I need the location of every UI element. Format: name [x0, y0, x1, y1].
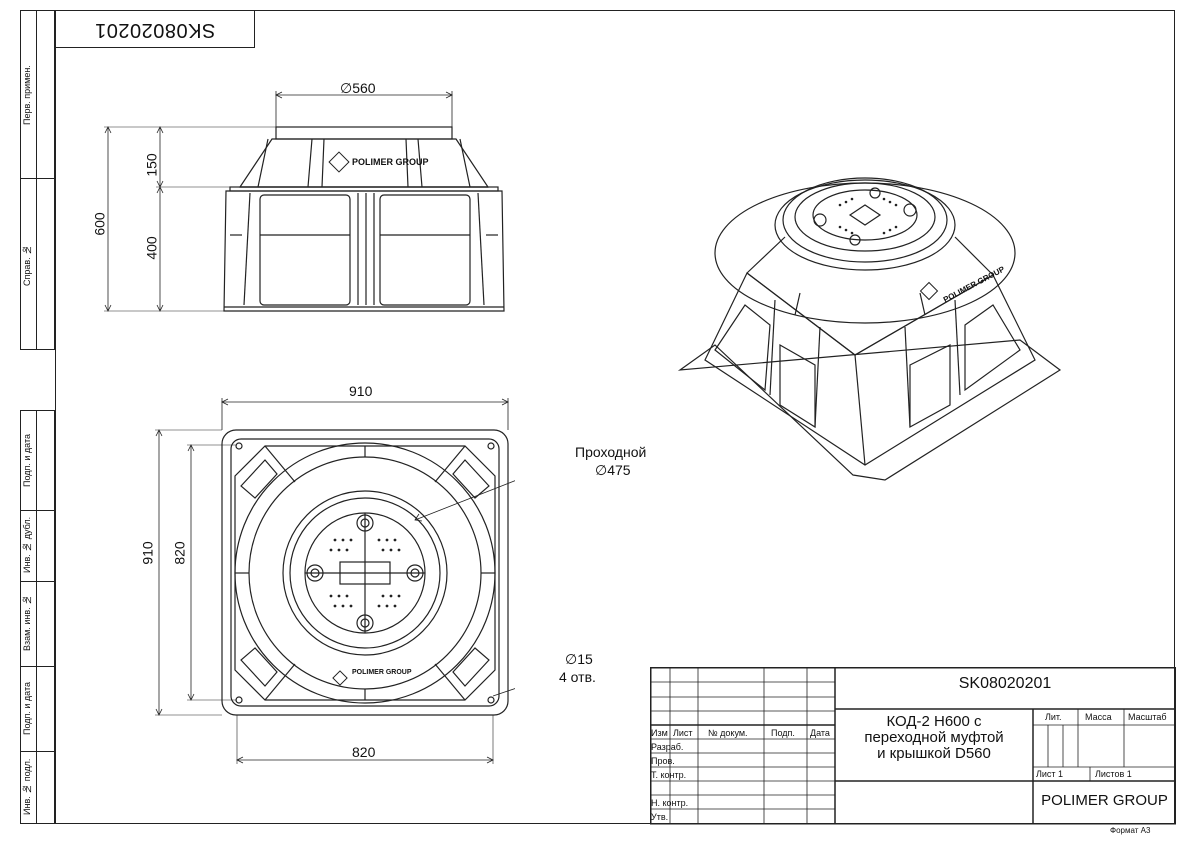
passage-diameter: ∅475 — [595, 462, 631, 478]
side-divider — [20, 666, 55, 667]
tb-t-kontr: Т. контр. — [651, 770, 687, 780]
side-stamp-upper — [20, 10, 55, 350]
lid-grate-pattern — [329, 538, 401, 608]
doc-code-rotated: SK08020201 — [94, 19, 216, 41]
tb-name-line2: переходной муфтой — [864, 729, 1004, 746]
dim-plan-height-left: 910 — [139, 541, 156, 565]
side-divider — [20, 178, 55, 179]
hole-diameter: ∅15 — [565, 651, 593, 667]
tb-prov: Пров. — [651, 756, 675, 766]
dim-plan-width-top: 910 — [349, 383, 373, 399]
side-divider — [20, 751, 55, 752]
hole-count: 4 отв. — [559, 669, 596, 685]
tb-masshtab: Масштаб — [1128, 712, 1167, 722]
dim-height-top: 150 — [143, 153, 160, 177]
iso-logo-icon — [919, 281, 939, 301]
side-label-inv-podl: Инв. № подл. — [22, 758, 32, 816]
tb-utv: Утв. — [651, 812, 669, 822]
plan-logo-text: POLIMER GROUP — [352, 669, 412, 676]
tb-list: Лист — [673, 728, 693, 738]
tb-product-name: КОД-2 Н600 с переходной муфтой и крышкой… — [835, 714, 1033, 762]
side-label-podp-data-2: Подп. и дата — [22, 681, 32, 735]
iso-grate-pattern — [838, 197, 898, 235]
side-stamp-upper-col — [20, 10, 37, 350]
side-logo-text: POLIMER GROUP — [352, 157, 429, 167]
tb-doc-no: № докум. — [708, 728, 748, 738]
side-stamp-lower — [20, 410, 55, 824]
plan-view-drawing — [155, 398, 515, 764]
passage-label: Проходной — [575, 444, 647, 460]
tb-data: Дата — [810, 728, 830, 738]
dim-plan-width-bottom: 820 — [352, 744, 376, 760]
side-label-perv-primen: Перв. примен. — [22, 65, 32, 125]
tb-list-1: Лист 1 — [1036, 769, 1064, 779]
side-divider — [20, 581, 55, 582]
tb-lit: Лит. — [1045, 712, 1062, 722]
dim-top-diameter: ∅560 — [340, 80, 376, 96]
tb-doc-code: SK08020201 — [958, 675, 1052, 692]
tb-name-line1: КОД-2 Н600 с — [886, 713, 982, 730]
side-label-inv-dubl: Инв. № дубл. — [22, 516, 32, 574]
side-view-drawing — [104, 91, 505, 312]
drawing-frame — [55, 10, 1175, 824]
tb-n-kontr: Н. контр. — [651, 798, 689, 808]
side-stamp-lower-col — [20, 410, 37, 824]
doc-code-tag: SK08020201 — [55, 10, 255, 48]
title-block-grid — [650, 667, 1176, 825]
tb-listov-1: Листов 1 — [1095, 769, 1132, 779]
format-label: Формат А3 — [1110, 826, 1151, 835]
tb-razrab: Разраб. — [651, 742, 684, 752]
isometric-view-drawing — [677, 177, 1062, 481]
dim-plan-height-inner: 820 — [171, 541, 188, 565]
side-label-vzam-inv: Взам. инв. № — [22, 594, 32, 652]
dim-height-bottom: 400 — [143, 236, 160, 260]
tb-izm: Изм — [651, 728, 668, 738]
side-divider — [20, 510, 55, 511]
tb-podp: Подп. — [771, 728, 795, 738]
side-logo-icon — [328, 151, 350, 173]
plan-logo-icon — [332, 670, 348, 686]
tb-name-line3: и крышкой D560 — [877, 745, 991, 762]
dim-height-total: 600 — [91, 212, 108, 236]
tb-massa: Масса — [1085, 712, 1112, 722]
side-label-podp-data-1: Подп. и дата — [22, 433, 32, 487]
tb-company: POLIMER GROUP — [1041, 792, 1168, 809]
side-label-sprav: Справ. № — [22, 244, 32, 286]
